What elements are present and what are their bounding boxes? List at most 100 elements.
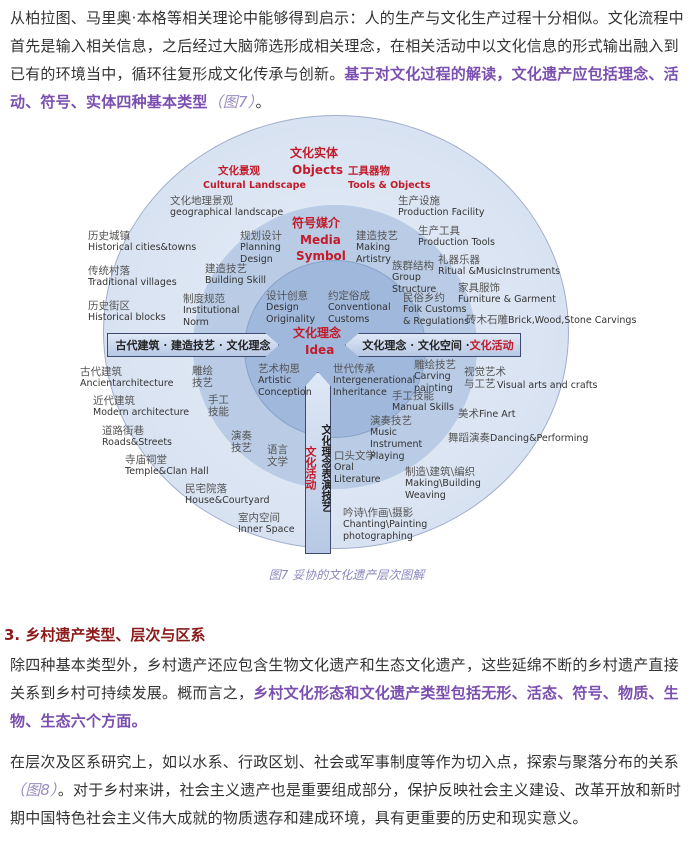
label-zh: 古代建筑 — [80, 366, 122, 378]
label-zh: 演奏技艺 — [370, 415, 412, 427]
landscape-en: Cultural Landscape — [203, 180, 306, 191]
media-zh: 符号媒介 — [292, 216, 341, 230]
right-banner-activity: 文化活动 — [469, 339, 514, 352]
label-en: Building Skill — [205, 275, 267, 286]
vertical-banner-text: 文化理念表演技艺 — [320, 424, 333, 512]
left-banner: 古代建筑 · 建造技艺 · 文化理念 — [107, 333, 279, 357]
label-en: Carving painting — [414, 371, 453, 394]
label-zh: 演奏技艺 — [231, 430, 252, 454]
label-zh: 室内空间 — [238, 512, 280, 524]
symbol-en: Symbol — [296, 249, 346, 263]
objects-en: Objects — [292, 163, 344, 177]
label-zh: 世代传承 — [333, 363, 375, 375]
label-en: Ritual &MusicInstruments — [438, 266, 561, 277]
label-zh: 手工技能 — [392, 390, 434, 402]
diagram-label: 砖木石雕Brick,Wood,Stone Carvings — [466, 314, 636, 327]
label-en: Modern architecture — [93, 407, 190, 418]
intro-paragraph: 从柏拉图、马里奥·本格等相关理论中能够得到启示：人的生产与文化生产过程十分相似。… — [10, 4, 685, 116]
label-zh: 族群结构 — [392, 260, 434, 272]
figure-ref-link[interactable]: （图8） — [10, 781, 58, 799]
diagram-label: 舞蹈演奏Dancing&Performing — [448, 432, 588, 445]
label-zh: 寺庙祠堂 — [125, 454, 167, 466]
label-en: geographical landscape — [170, 207, 284, 218]
diagram-label: 演奏技艺 — [231, 430, 255, 454]
label-zh: 设计创意 — [266, 290, 308, 302]
paragraph-2: 除四种基本类型外，乡村遗产还应包含生物文化遗产和生态文化遗产，这些延绵不断的乡村… — [10, 651, 685, 735]
label-zh: 历史城镇 — [88, 230, 130, 242]
label-en: Institutional Norm — [183, 305, 240, 328]
label-zh: 民俗乡约 — [403, 292, 445, 304]
label-zh: 约定俗成 — [328, 290, 370, 302]
para-text: 。对于乡村来讲，社会主义遗产也是重要组成部分，保护反映社会主义建设、改革开放和新… — [10, 781, 682, 827]
label-zh: 美术 — [458, 408, 479, 420]
vertical-banner: 文化理念表演技艺文化活动 — [305, 372, 331, 554]
label-en: Roads&Streets — [102, 437, 173, 448]
idea-zh: 文化理念 — [293, 326, 342, 340]
figure-ref-link[interactable]: （图7） — [207, 93, 256, 111]
label-zh: 制度规范 — [183, 293, 225, 305]
label-en: Group Structure — [392, 272, 437, 295]
label-en: Artistic Conception — [258, 375, 312, 398]
label-zh: 历史街区 — [88, 300, 130, 312]
label-en: House&Courtyard — [185, 495, 270, 506]
label-en: Brick,Wood,Stone Carvings — [508, 315, 637, 326]
label-en: Oral Literature — [334, 462, 381, 485]
figure-caption: 图7 妥协的文化遗产层次图解 — [268, 568, 425, 582]
label-zh: 生产设施 — [398, 195, 440, 207]
label-en: Making Artistry — [356, 242, 391, 265]
label-zh: 视觉艺术 与工艺 — [464, 366, 506, 390]
paragraph-3: 在层次及区系研究上，如以水系、行政区划、社会或军事制度等作为切入点，探索与聚落分… — [10, 748, 685, 832]
label-en: Temple&Clan Hall — [125, 466, 209, 477]
label-zh: 民宅院落 — [185, 483, 227, 495]
label-zh: 语言文学 — [267, 444, 288, 468]
label-en: Historical cities&towns — [88, 242, 197, 253]
label-zh: 建造技艺 — [205, 263, 247, 275]
label-en: Ancientarchitecture — [80, 378, 174, 389]
label-zh: 近代建筑 — [93, 395, 135, 407]
diagram-label: 雕绘技艺 — [192, 365, 216, 389]
label-en: Intergenerational Inheritance — [333, 375, 416, 398]
label-en: Visual arts and crafts — [497, 380, 598, 391]
diagram-label: 美术Fine Art — [458, 408, 515, 421]
objects-zh: 文化实体 — [290, 146, 339, 160]
label-en: Conventional Customs — [328, 302, 391, 325]
label-zh: 吟诗\作画\摄影 — [343, 507, 414, 519]
para-text: 除四种基本类型外，乡村遗产还应包含生物文化遗产和生态文化遗产，这些延绵不断的乡村… — [10, 656, 679, 702]
vertical-banner-activity: 文化活动 — [304, 446, 317, 490]
right-banner-text: 文化理念 · 文化空间 · — [362, 339, 470, 352]
media-en: Media — [300, 233, 341, 247]
label-zh: 传统村落 — [88, 265, 130, 277]
label-zh: 礼器乐器 — [438, 254, 480, 266]
label-en: Dancing&Performing — [490, 433, 589, 444]
tools-en: Tools & Objects — [348, 180, 431, 191]
label-en: Historical blocks — [88, 312, 166, 323]
label-en: Fine Art — [479, 409, 516, 420]
label-en: Folk Customs & Regulations — [403, 304, 470, 327]
tools-zh: 工具器物 — [348, 165, 390, 177]
label-zh: 雕绘技艺 — [414, 359, 456, 371]
label-en: Design Originality — [266, 302, 316, 325]
idea-en: Idea — [305, 343, 335, 357]
label-en: Planning Design — [240, 242, 281, 265]
